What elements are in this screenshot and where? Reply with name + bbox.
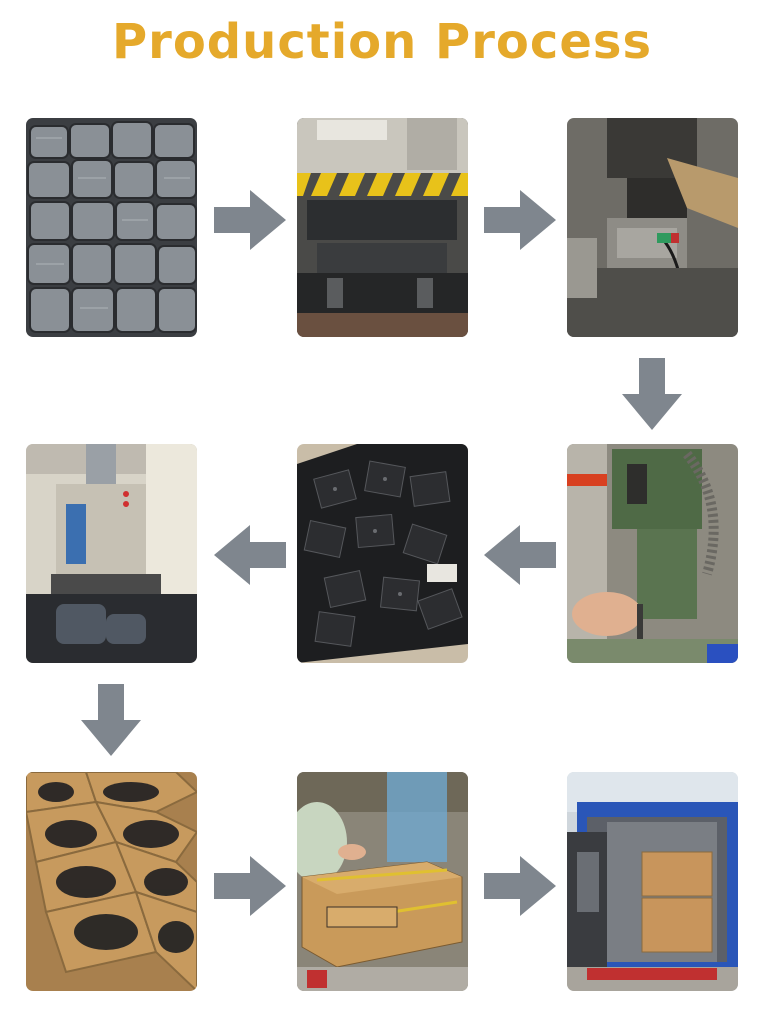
photo-cartons-parts: [26, 772, 197, 991]
arrow-right-icon: [484, 190, 556, 250]
arrow-down-icon: [622, 358, 682, 430]
photo-shipping-carton: [297, 772, 468, 991]
photo-packing-machine: [26, 444, 197, 663]
arrow-left-icon: [214, 525, 286, 585]
photo-punch-operator: [567, 444, 738, 663]
arrow-right-icon: [214, 190, 286, 250]
arrow-left-icon: [484, 525, 556, 585]
page-title: Production Process: [111, 14, 653, 70]
photo-stamped-plates: [297, 444, 468, 663]
photo-stamping-press: [297, 118, 468, 337]
arrow-right-icon: [214, 856, 286, 916]
photo-container-loading: [567, 772, 738, 991]
arrow-down-icon: [81, 684, 141, 756]
photo-steel-coils: [26, 118, 197, 337]
photo-press-tooling: [567, 118, 738, 337]
arrow-right-icon: [484, 856, 556, 916]
